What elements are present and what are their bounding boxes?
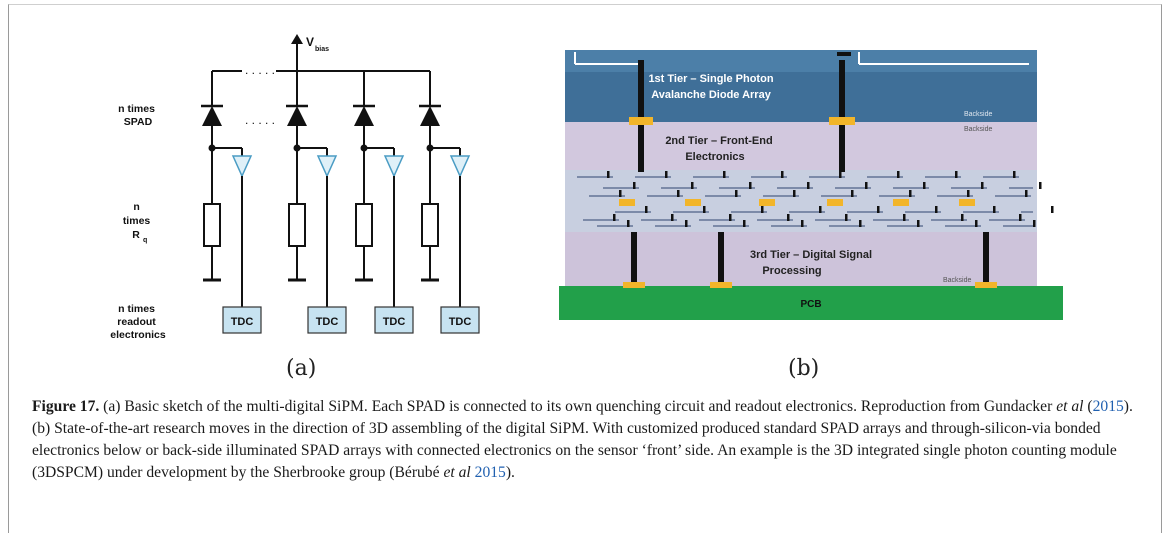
tier3-label-2: Processing (762, 265, 821, 277)
citation-link-gundacker[interactable]: 2015 (1092, 398, 1124, 415)
caption-text-5: ). (505, 464, 515, 481)
rq-subscript: q (143, 237, 147, 244)
backside-label-1: Backside (964, 111, 993, 118)
tier1-label: 1st Tier – Single Photon (648, 73, 773, 85)
backside-label-3: Backside (943, 277, 972, 284)
tier3-layer (565, 232, 1037, 286)
vbias-arrow-icon (291, 34, 303, 44)
tdc-label-2: TDC (316, 316, 339, 328)
tier1-label-2: Avalanche Diode Array (651, 89, 772, 101)
quench-resistor-1 (203, 203, 221, 247)
svg-text:. . . . .: . . . . . (245, 113, 275, 127)
amplifier-4 (449, 155, 471, 178)
quench-resistor-3 (355, 203, 373, 247)
tdc-box-4 (440, 306, 480, 334)
stack-cross-section: 1st Tier – Single Photon Avalanche Diode… (559, 50, 1063, 320)
citation-link-berube[interactable]: 2015 (474, 464, 506, 481)
sublabel-b: (b) (788, 356, 820, 381)
amplifier-2 (316, 155, 338, 178)
pcb-board (559, 286, 1063, 320)
sublabel-a: (a) (286, 356, 317, 381)
tdc-label-1: TDC (231, 316, 254, 328)
spad-diode-3 (354, 106, 374, 126)
tdc-label-3: TDC (383, 316, 406, 328)
amplifier-3 (383, 155, 405, 178)
backside-label-2: Backside (964, 126, 993, 133)
caption-etal-1: et al (1056, 398, 1084, 415)
rq-label: n times R (123, 201, 153, 241)
circuit-schematic: V bias . . . . . . . . . . . . . . . TDC… (110, 34, 480, 341)
spad-diode-2 (287, 106, 307, 126)
svg-text:. . . . .: . . . . . (245, 63, 275, 77)
readout-label: n times readout electronics (110, 303, 166, 341)
tdc-box-1 (222, 306, 262, 334)
tdc-label-4: TDC (449, 316, 472, 328)
tier3-label: 3rd Tier – Digital Signal (750, 249, 872, 261)
spad-diode-1 (202, 106, 222, 126)
caption-etal-2: et al (443, 464, 471, 481)
caption-text-3: ). (b) State-of-the-art research moves i… (32, 398, 1133, 481)
vbias-subscript: bias (315, 46, 329, 53)
quench-resistor-2 (288, 203, 306, 247)
tdc-box-3 (374, 306, 414, 334)
figure-caption: Figure 17. (a) Basic sketch of the multi… (32, 396, 1142, 484)
spad-diode-4 (420, 106, 440, 126)
caption-text-2: ( (1083, 398, 1093, 415)
tier2-label: 2nd Tier – Front-End (665, 135, 772, 147)
figure-frame (8, 4, 1162, 533)
tier2-label-2: Electronics (685, 151, 744, 163)
amplifier-1 (231, 155, 253, 178)
tdc-box-2 (307, 306, 347, 334)
pcb-label: PCB (800, 299, 821, 310)
caption-text-1: (a) Basic sketch of the multi-digital Si… (99, 398, 1057, 415)
vbias-label: V (306, 35, 314, 49)
caption-figure-label: Figure 17. (32, 398, 100, 415)
quench-resistor-4 (421, 203, 439, 247)
spad-label: n times SPAD (118, 103, 158, 128)
